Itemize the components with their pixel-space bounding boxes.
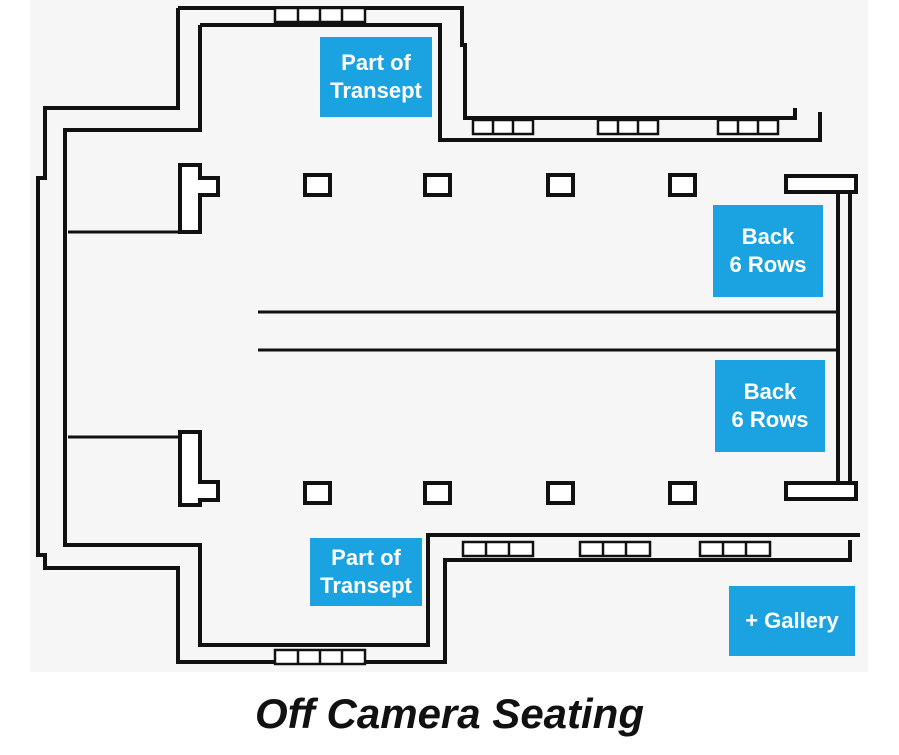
floor-plan [30,0,868,672]
floor-background [30,0,868,672]
label-gallery: + Gallery [729,586,855,656]
label-line: Transept [330,78,422,103]
label-line: Transept [320,573,412,598]
label-line: Back [741,224,795,249]
label-line: Part of [331,545,401,570]
caption: Off Camera Seating [254,690,644,737]
label-line: 6 Rows [731,407,809,432]
label-line: 6 Rows [729,252,807,277]
label-back-upper: Back 6 Rows [713,205,823,297]
label-transept-top: Part of Transept [320,37,432,117]
label-line: Part of [341,50,411,75]
label-transept-bottom: Part of Transept [310,538,422,606]
west-end-wall [784,174,858,501]
columns [303,173,697,505]
interior-lines [68,230,840,439]
outer-walls [36,6,860,664]
label-line: + Gallery [745,608,839,633]
side-piers [178,163,220,507]
label-line: Back [743,379,797,404]
window-strips [273,6,780,666]
label-back-lower: Back 6 Rows [715,360,825,452]
